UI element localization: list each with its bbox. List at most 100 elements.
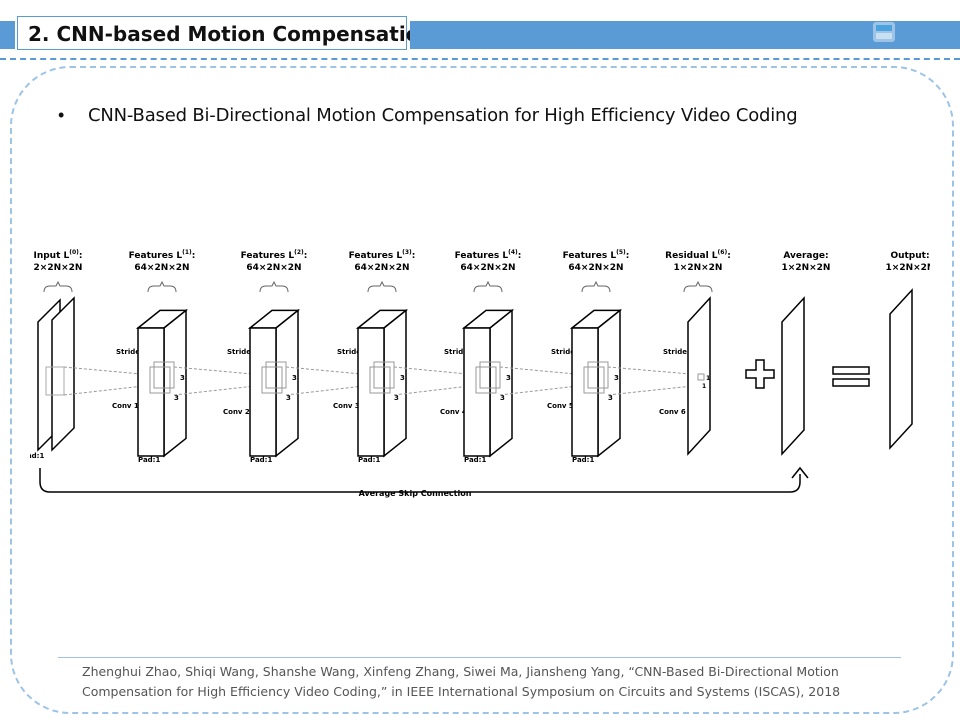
feature-block-1-side	[163, 308, 187, 458]
last-kernel-size-h: 1	[706, 375, 710, 382]
header-title-box: 2. CNN-based Motion Compensation	[17, 16, 434, 50]
kernel-size-h-2: 3	[292, 374, 297, 382]
features-4-label: Features L(4):	[455, 249, 522, 261]
features-5-dims: 64×2N×2N	[568, 263, 623, 273]
ivpl-logo: IVPL	[873, 22, 950, 46]
kernel-box-back-2	[265, 361, 287, 389]
residual-kernel	[697, 373, 705, 381]
kernel-size-w-4: 3	[500, 394, 505, 402]
kernel-size-w-5: 3	[608, 394, 613, 402]
features-5-label: Features L(5):	[563, 249, 630, 261]
pad-label-4: Pad:1	[358, 456, 380, 464]
input-brace	[43, 280, 73, 293]
features-1-dims: 64×2N×2N	[134, 263, 189, 273]
kernel-size-h-3: 3	[400, 374, 405, 382]
feature-block-3-side	[383, 308, 407, 458]
stride-label-6: Stride:1	[663, 348, 695, 356]
conv-label-6: Conv 6	[659, 408, 686, 416]
output-label: Output:	[890, 251, 929, 261]
kernel-box-back-3	[373, 361, 395, 389]
residual-brace	[683, 280, 713, 293]
pad-label-2: Pad:1	[138, 456, 160, 464]
reference-line-1: Zhenghui Zhao, Shiqi Wang, Shanshe Wang,…	[82, 664, 839, 679]
features-5-brace	[581, 280, 611, 293]
features-3-label: Features L(3):	[349, 249, 416, 261]
stride-label-3: Stride:1	[337, 348, 369, 356]
conv-line-bottom-6	[607, 384, 703, 396]
conv-label-5: Conv 5	[547, 402, 574, 410]
input-slab-front	[51, 296, 75, 452]
kernel-box-2	[261, 366, 283, 394]
kernel-box-5	[583, 366, 605, 394]
kernel-box-back-4	[479, 361, 501, 389]
skip-label: Average Skip Connection	[359, 489, 472, 498]
kernel-size-w-1: 3	[174, 394, 179, 402]
content-frame	[10, 66, 954, 714]
conv-label-3: Conv 3	[333, 402, 360, 410]
kernel-size-w-3: 3	[394, 394, 399, 402]
features-2-label: Features L(2):	[241, 249, 308, 261]
feature-block-2-side	[275, 308, 299, 458]
average-slab	[781, 296, 805, 456]
features-1-brace	[147, 280, 177, 293]
header-accent-left	[0, 21, 15, 49]
skip-arrow-icon	[791, 466, 809, 479]
features-3-brace	[367, 280, 397, 293]
conv-label-1: Conv 1	[112, 402, 139, 410]
average-label: Average:	[783, 251, 828, 261]
plus-icon	[745, 359, 775, 389]
input-kernel	[45, 366, 65, 396]
features-4-brace	[473, 280, 503, 293]
pad-label-3: Pad:1	[250, 456, 272, 464]
feature-block-5-front	[571, 327, 599, 457]
pad-label-6: Pad:1	[572, 456, 594, 464]
header-accent-right	[410, 21, 960, 49]
kernel-size-w-2: 3	[286, 394, 291, 402]
conv-label-4: Conv 4	[440, 408, 467, 416]
features-3-dims: 64×2N×2N	[354, 263, 409, 273]
stride-label-1: Stride:1	[116, 348, 148, 356]
residual-slab	[687, 296, 711, 456]
input-dims: 2×2N×2N	[34, 263, 83, 273]
features-2-brace	[259, 280, 289, 293]
last-kernel-size-w: 1	[702, 383, 706, 390]
bullet-text: CNN-Based Bi-Directional Motion Compensa…	[88, 105, 798, 126]
output-slab	[889, 288, 913, 450]
stride-label-5: Stride:1	[551, 348, 583, 356]
kernel-size-h-1: 3	[180, 374, 185, 382]
header-divider	[0, 58, 960, 60]
kernel-box-1	[149, 366, 171, 394]
skip-connection-line	[39, 468, 801, 493]
kernel-size-h-4: 3	[506, 374, 511, 382]
output-dims: 1×2N×2N	[886, 263, 930, 273]
reference-line-2: Compensation for High Efficiency Video C…	[82, 684, 841, 699]
feature-block-5-side	[597, 308, 621, 458]
bullet-marker: •	[58, 105, 65, 125]
feature-block-4-side	[489, 308, 513, 458]
conv-line-bottom-2	[173, 384, 265, 396]
kernel-box-back-5	[587, 361, 609, 389]
stride-label-2: Stride:1	[227, 348, 259, 356]
conv-line-top-6	[607, 366, 703, 376]
feature-block-2-front	[249, 327, 277, 457]
kernel-box-4	[475, 366, 497, 394]
stride-label-4: Stride:1	[444, 348, 476, 356]
average-dims: 1×2N×2N	[782, 263, 831, 273]
conv-line-top-2	[173, 366, 265, 376]
input-label: Input L(0):	[33, 249, 82, 261]
features-4-dims: 64×2N×2N	[460, 263, 515, 273]
features-1-label: Features L(1):	[129, 249, 196, 261]
residual-label: Residual L(6):	[665, 249, 731, 261]
feature-block-4-front	[463, 327, 491, 457]
features-2-dims: 64×2N×2N	[246, 263, 301, 273]
conv-label-2: Conv 2	[223, 408, 250, 416]
feature-block-1-front	[137, 327, 165, 457]
pad-label-1: Pad:1	[30, 452, 44, 460]
page-title: 2. CNN-based Motion Compensation	[28, 22, 434, 46]
kernel-box-back-1	[153, 361, 175, 389]
residual-dims: 1×2N×2N	[674, 263, 723, 273]
reference: Zhenghui Zhao, Shiqi Wang, Shanshe Wang,…	[82, 662, 882, 702]
kernel-size-h-5: 3	[614, 374, 619, 382]
equals-icon-bottom	[832, 378, 870, 387]
